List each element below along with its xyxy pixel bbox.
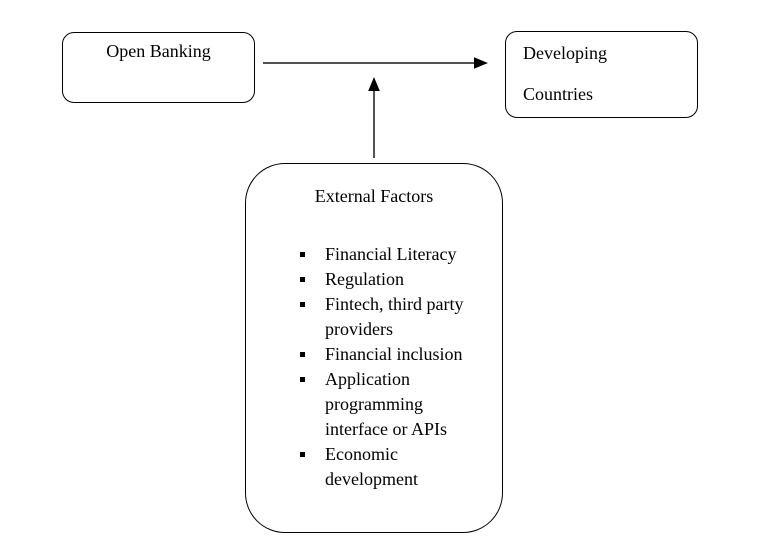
list-item: Application programming interface or API… xyxy=(246,367,502,442)
square-bullet-icon xyxy=(300,352,305,357)
arrow-external-factors-up xyxy=(368,77,380,158)
arrow-open-banking-to-developing-countries xyxy=(263,57,488,69)
external-factors-list: Financial Literacy Regulation Fintech, t… xyxy=(246,242,502,492)
external-factors-title: External Factors xyxy=(314,186,434,206)
list-item: Fintech, third party providers xyxy=(246,292,502,342)
developing-countries-box: Developing Countries xyxy=(505,31,698,118)
list-item: Financial Literacy xyxy=(246,242,502,267)
open-banking-box: Open Banking xyxy=(62,32,255,103)
square-bullet-icon xyxy=(300,302,305,307)
developing-countries-line-1: Developing xyxy=(523,43,607,63)
list-item-text: Financial Literacy xyxy=(325,244,457,264)
list-item-text: Financial inclusion xyxy=(325,344,463,364)
list-item: Financial inclusion xyxy=(246,342,502,367)
list-item: Regulation xyxy=(246,267,502,292)
developing-countries-line-2: Countries xyxy=(523,84,593,104)
square-bullet-icon xyxy=(300,377,305,382)
square-bullet-icon xyxy=(300,452,305,457)
list-item-text: Fintech, third party providers xyxy=(325,294,464,339)
external-factors-box: External Factors Financial Literacy Regu… xyxy=(245,163,503,533)
square-bullet-icon xyxy=(300,277,305,282)
square-bullet-icon xyxy=(300,252,305,257)
list-item-text: Regulation xyxy=(325,269,404,289)
open-banking-label: Open Banking xyxy=(106,41,211,61)
list-item-text: Application programming interface or API… xyxy=(325,369,447,439)
list-item: Economic development xyxy=(246,442,502,492)
list-item-text: Economic development xyxy=(325,444,418,489)
